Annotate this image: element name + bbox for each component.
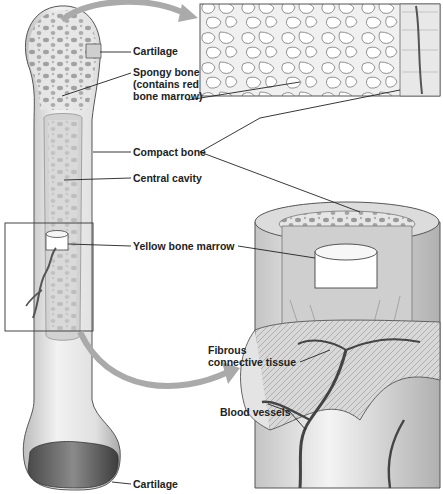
part-label: Cartilage — [133, 478, 213, 490]
part-label: Cartilage — [133, 45, 213, 57]
part-label: Fibrous connective tissue — [208, 344, 300, 368]
part-label: Blood vessels — [220, 406, 310, 418]
part-label: Compact bone — [133, 146, 223, 158]
part-label: Spongy bone (contains red bone marrow) — [133, 66, 213, 102]
part-label: Yellow bone marrow — [133, 240, 243, 252]
part-label: Central cavity — [133, 172, 223, 184]
